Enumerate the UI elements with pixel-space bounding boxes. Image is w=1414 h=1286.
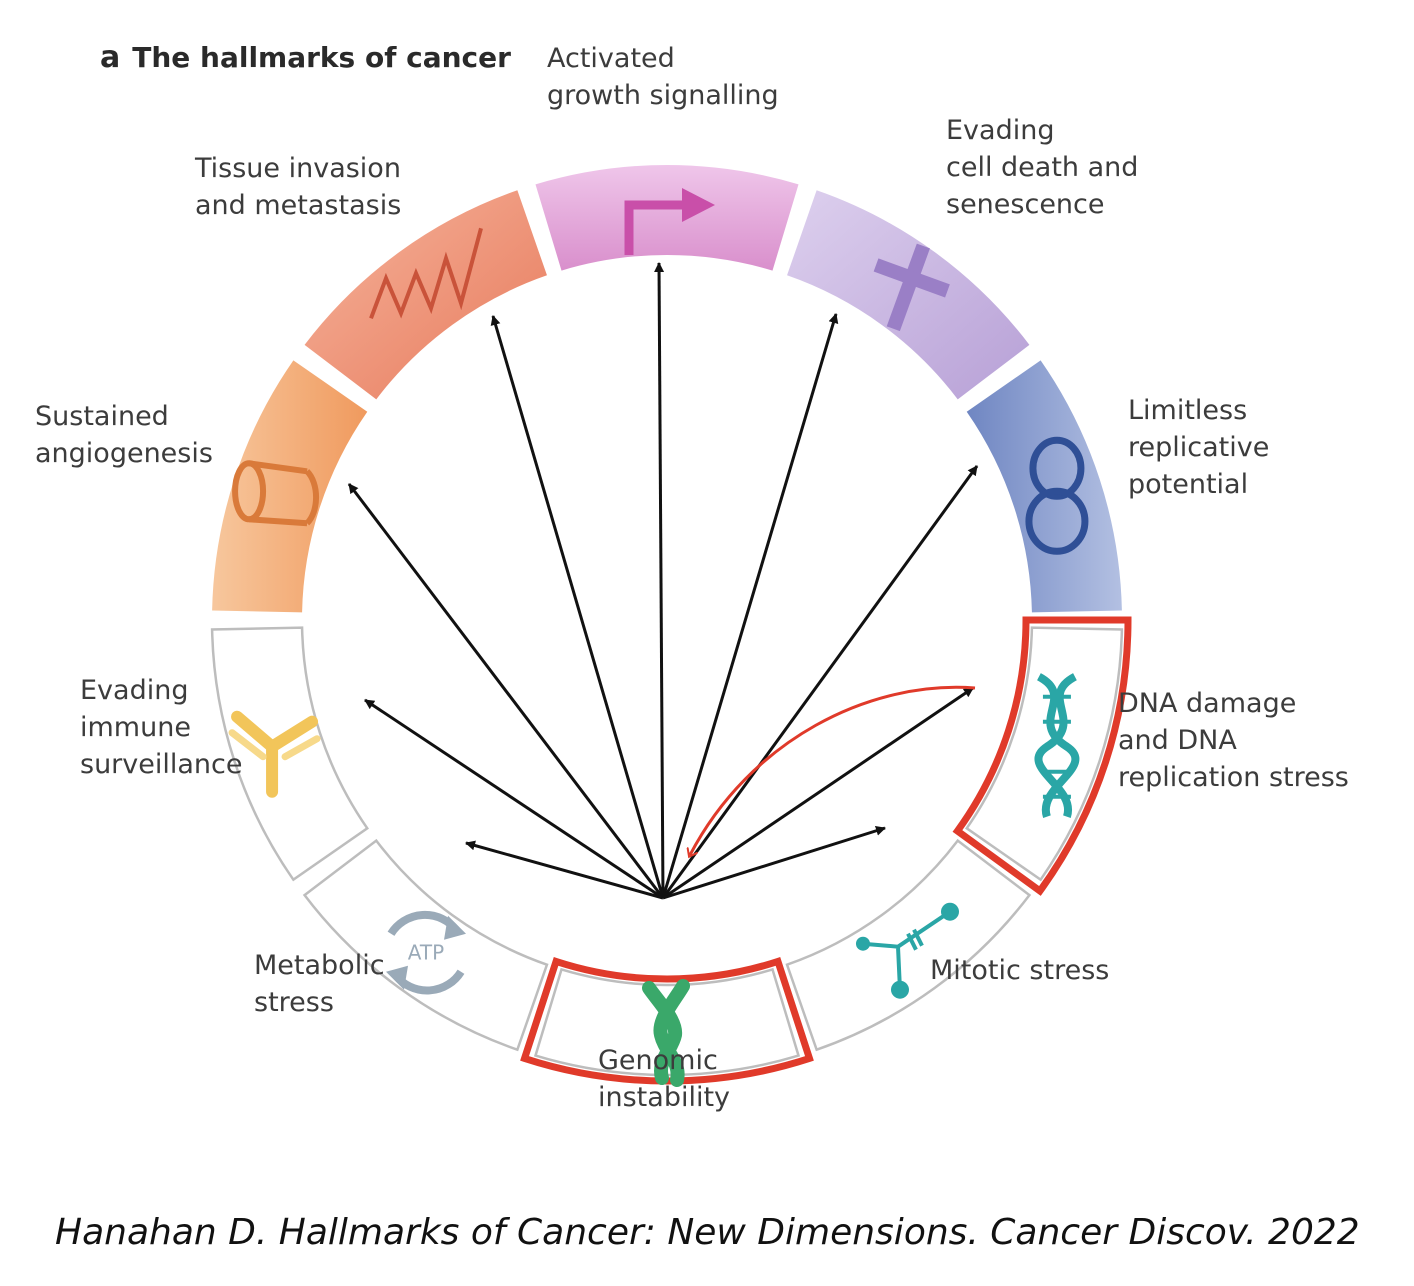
arrow-to-metabolic: [465, 840, 664, 900]
feedback-arrow: [690, 685, 976, 855]
label-tissue-invasion: Tissue invasion and metastasis: [195, 153, 402, 221]
label-sustained-angiogenesis: Sustained angiogenesis: [35, 401, 213, 469]
bent-arrow-icon: [624, 188, 715, 255]
vessel-icon: [232, 460, 320, 527]
chromosome-icon: [642, 979, 690, 1087]
dna-helix-icon: [1034, 673, 1080, 818]
arrow-to-invasion: [490, 315, 665, 899]
antibody-icon: [228, 710, 321, 798]
citation-caption: Hanahan D. Hallmarks of Cancer: New Dime…: [55, 1212, 1360, 1253]
segment-mitotic-stress: [785, 838, 1032, 1052]
label-evading-immune-surveillance: Evading immune surveillance: [80, 675, 243, 780]
segment-activated-growth: [535, 165, 799, 271]
arrow-to-growth: [654, 262, 665, 899]
panel-label: a: [100, 40, 121, 75]
figure-title: a The hallmarks of cancer: [100, 40, 511, 75]
arrow-to-immune: [364, 698, 664, 900]
label-mitotic-stress: Mitotic stress: [930, 955, 1110, 986]
label-metabolic-stress: Metabolic stress: [254, 950, 385, 1018]
atp-text: ATP: [408, 941, 444, 965]
segment-metabolic-stress: [302, 838, 549, 1052]
infinity-loop-icon: [1025, 436, 1089, 555]
segment-sustained-angiogenesis: [212, 360, 368, 613]
highlight-box-genomic-instability: [520, 957, 814, 1085]
arrow-to-mitotic: [662, 825, 886, 900]
arrow-to-cell-death: [661, 313, 839, 899]
mitotic-spindle-icon: [855, 902, 959, 999]
label-activated-growth-signalling: Activated growth signalling: [547, 43, 779, 111]
label-genomic-instability: Genomic instability: [598, 1045, 731, 1113]
highlight-box-dna-damage: [952, 616, 1132, 896]
label-limitless-replicative-potential: Limitless replicative potential: [1128, 395, 1270, 500]
label-evading-cell-death: Evading cell death and senescence: [946, 115, 1139, 220]
arrow-to-angiogenesis: [347, 483, 665, 899]
arrow-to-limitless: [661, 465, 979, 899]
cross-icon: [873, 243, 950, 332]
title-text: The hallmarks of cancer: [132, 41, 511, 74]
zigzag-icon: [369, 227, 483, 320]
arrow-to-dna-damage: [662, 686, 974, 900]
label-dna-damage: DNA damage and DNA replication stress: [1118, 688, 1349, 793]
atp-cycle-icon: ATP: [386, 910, 467, 995]
segment-limitless-replicative: [966, 360, 1122, 613]
